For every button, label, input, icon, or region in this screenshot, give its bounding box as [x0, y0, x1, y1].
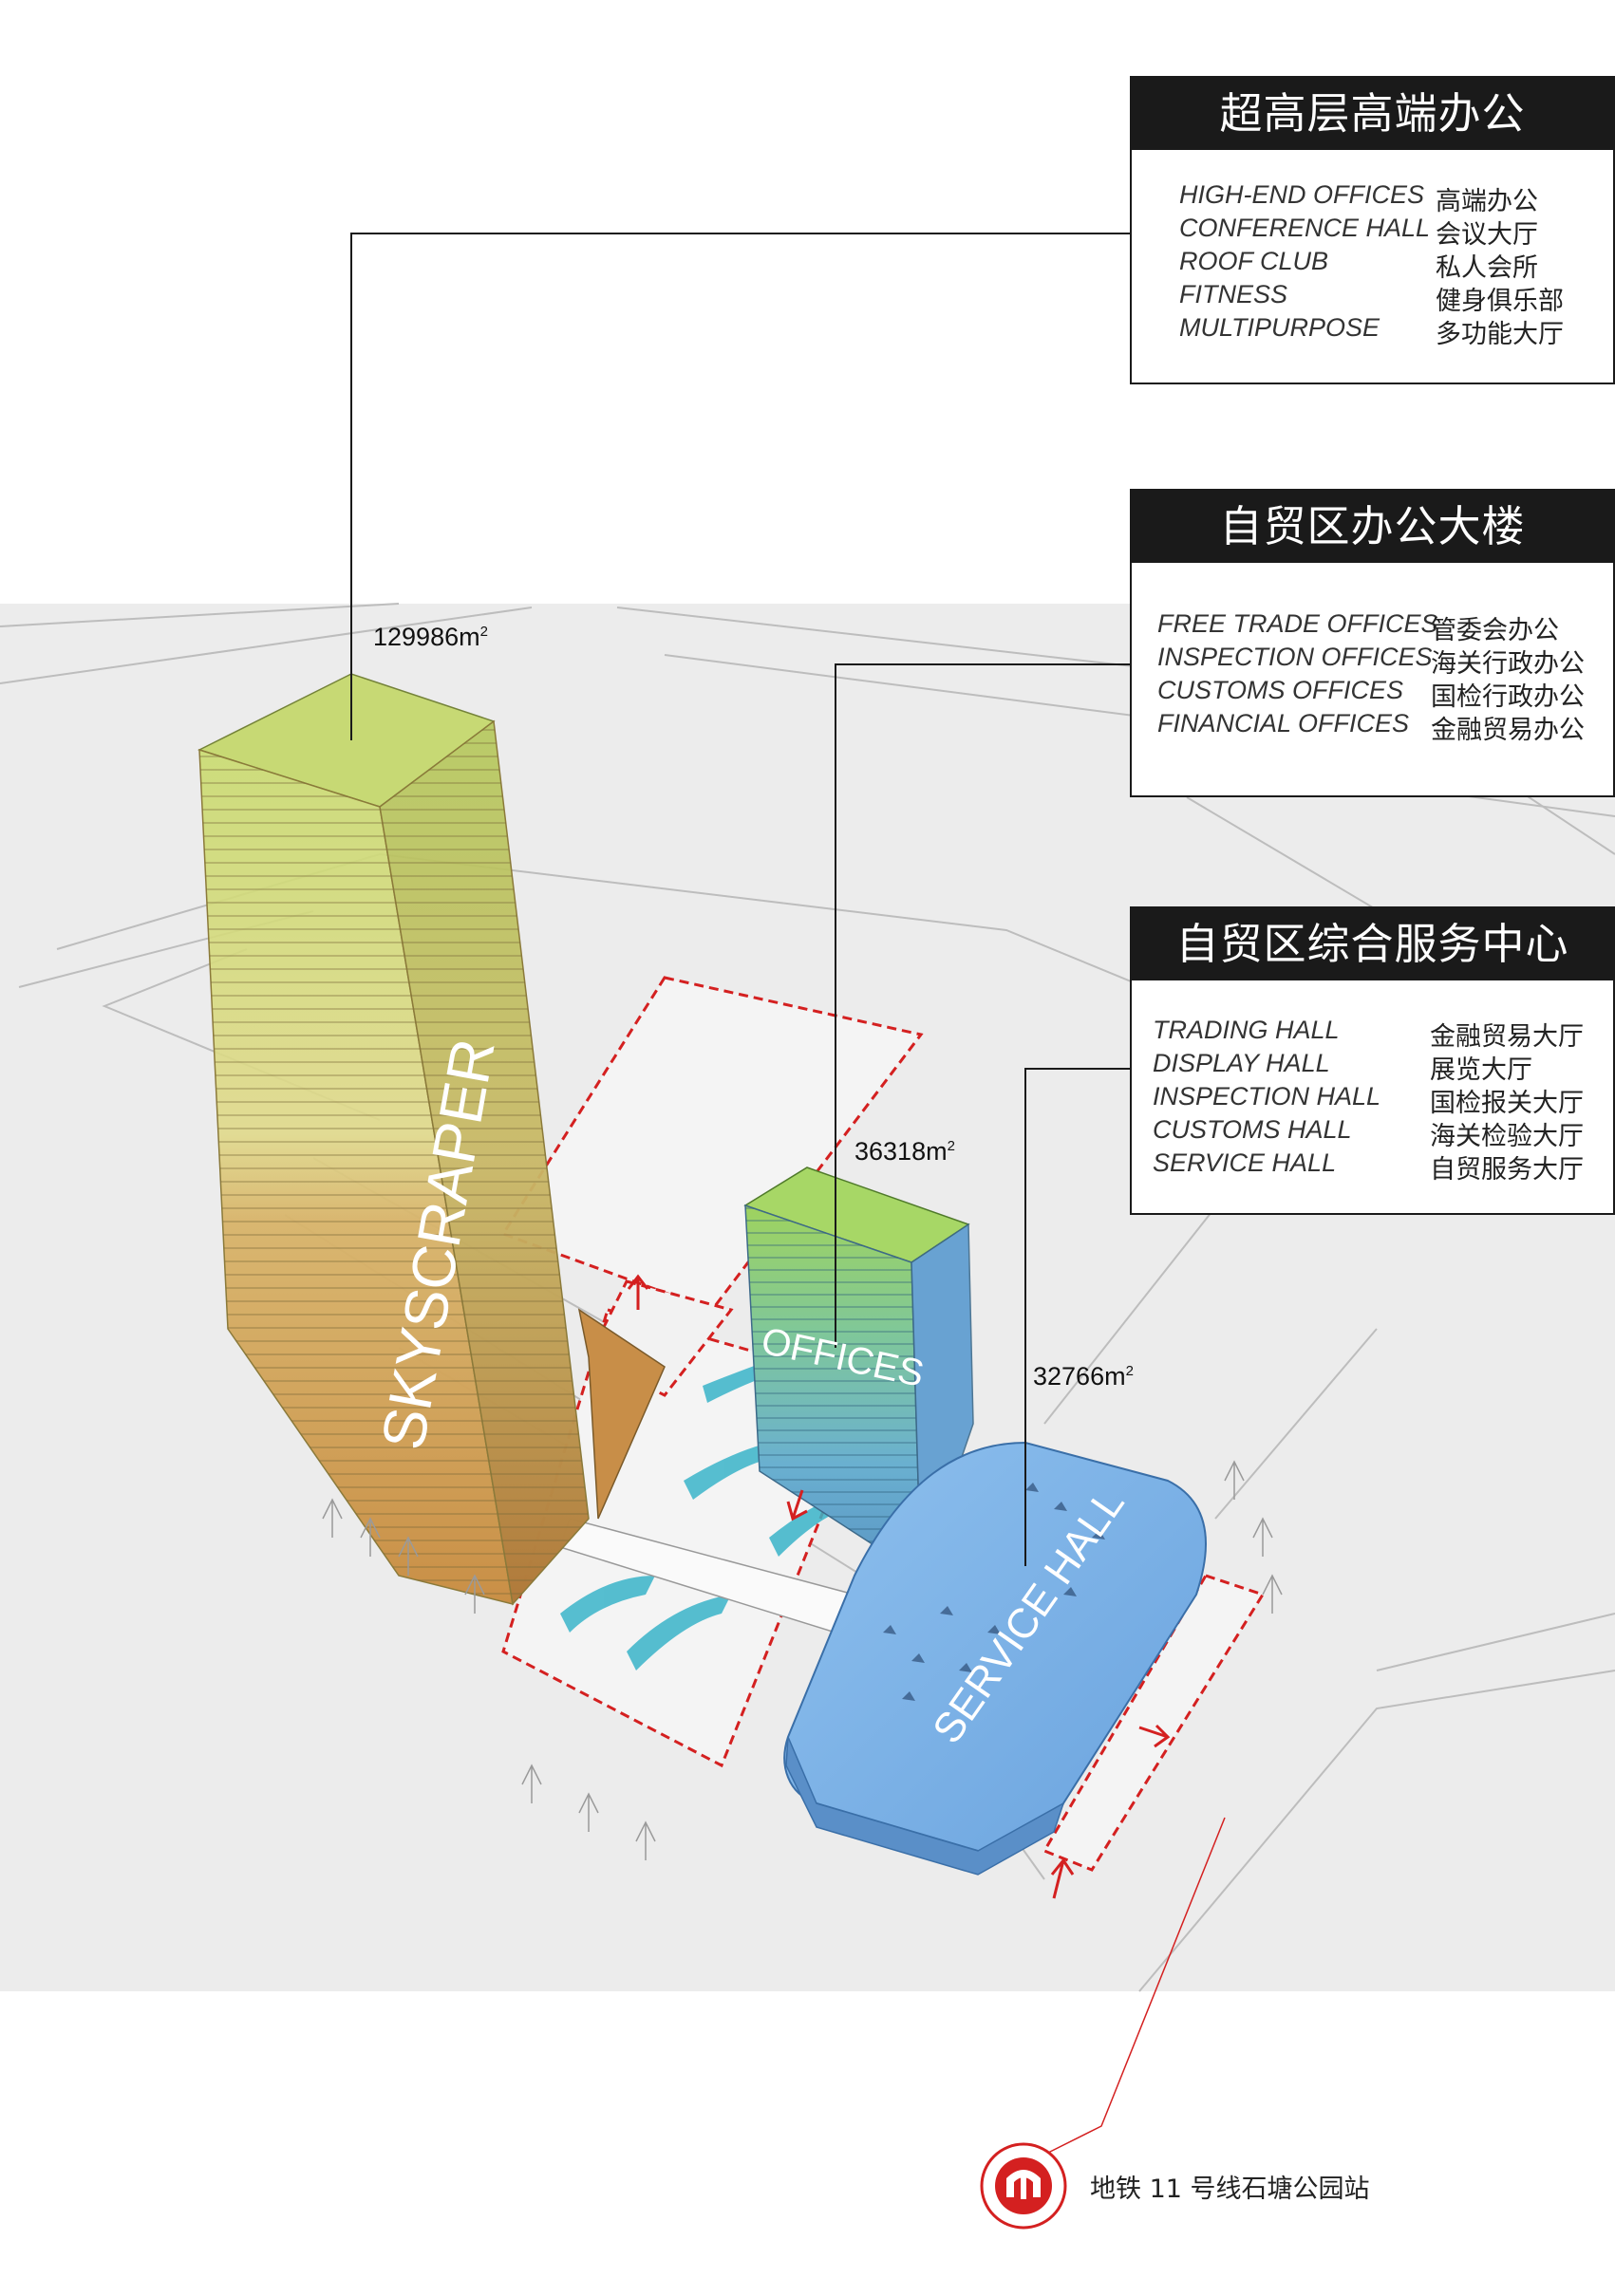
legend-zh: 海关行政办公	[1431, 649, 1585, 679]
legend-zh: 国检行政办公	[1431, 682, 1585, 712]
area-label-offices: 36318m2	[854, 1137, 955, 1167]
area-value: 32766m	[1033, 1362, 1126, 1391]
legend-en: INSPECTION HALL	[1153, 1082, 1381, 1111]
legend-en: SERVICE HALL	[1153, 1148, 1337, 1177]
leader-lines	[350, 233, 1130, 1566]
area-unit-sup: 2	[947, 1138, 955, 1154]
legend-en: DISPLAY HALL	[1153, 1049, 1330, 1077]
area-label-skyscraper: 129986m2	[373, 623, 488, 652]
metro-leader-line	[1043, 1817, 1226, 2156]
legend-en: CUSTOMS OFFICES	[1157, 676, 1404, 704]
legend-box-service-center: 自贸区综合服务中心 TRADING HALL 金融贸易大厅 DISPLAY HAL…	[1130, 906, 1615, 1215]
legend-zh: 展览大厅	[1430, 1055, 1532, 1085]
legend-en: FITNESS	[1179, 280, 1288, 308]
metro-logo-icon	[978, 2140, 1069, 2231]
legend-en: FINANCIAL OFFICES	[1157, 709, 1410, 737]
legend-en: INSPECTION OFFICES	[1157, 643, 1433, 671]
legend-en: TRADING HALL	[1153, 1016, 1340, 1044]
legend-zh: 高端办公	[1436, 187, 1538, 216]
plaza-east	[1042, 1574, 1266, 1872]
area-value: 129986m	[373, 623, 480, 651]
legend-title: 自贸区办公大楼	[1132, 491, 1613, 563]
legend-box-skyscraper: 超高层高端办公 HIGH-END OFFICES 高端办公 CONFERENCE …	[1130, 76, 1615, 384]
legend-zh: 多功能大厅	[1436, 320, 1564, 349]
trees	[322, 1460, 1283, 1860]
legend-en: ROOF CLUB	[1179, 247, 1329, 275]
legend-en: MULTIPURPOSE	[1179, 313, 1380, 342]
legend-zh: 会议大厅	[1436, 220, 1538, 250]
legend-title: 超高层高端办公	[1132, 78, 1613, 150]
legend-en: HIGH-END OFFICES	[1179, 180, 1425, 209]
area-unit-sup: 2	[479, 624, 488, 640]
annex-block	[577, 1308, 666, 1520]
metro-station-label: 地铁 11 号线石塘公园站	[1090, 2175, 1370, 2204]
legend-zh: 私人会所	[1436, 253, 1538, 283]
legend-title: 自贸区综合服务中心	[1132, 908, 1613, 980]
access-arrows	[627, 1274, 1171, 1899]
legend-en: CUSTOMS HALL	[1153, 1115, 1352, 1144]
legend-zh: 海关检验大厅	[1430, 1122, 1584, 1151]
legend-zh: 金融贸易办公	[1431, 716, 1585, 745]
area-unit-sup: 2	[1125, 1363, 1134, 1379]
skyscraper-tower	[197, 673, 590, 1606]
legend-zh: 金融贸易大厅	[1430, 1022, 1584, 1052]
legend-zh: 管委会办公	[1431, 616, 1559, 645]
legend-en: CONFERENCE HALL	[1179, 214, 1431, 242]
service-hall-building	[783, 1441, 1207, 1876]
legend-en: FREE TRADE OFFICES	[1157, 609, 1438, 638]
legend-zh: 自贸服务大厅	[1430, 1155, 1584, 1185]
legend-zh: 国检报关大厅	[1430, 1089, 1584, 1118]
area-value: 36318m	[854, 1137, 948, 1166]
area-label-service: 32766m2	[1033, 1362, 1134, 1391]
legend-zh: 健身俱乐部	[1436, 287, 1564, 316]
